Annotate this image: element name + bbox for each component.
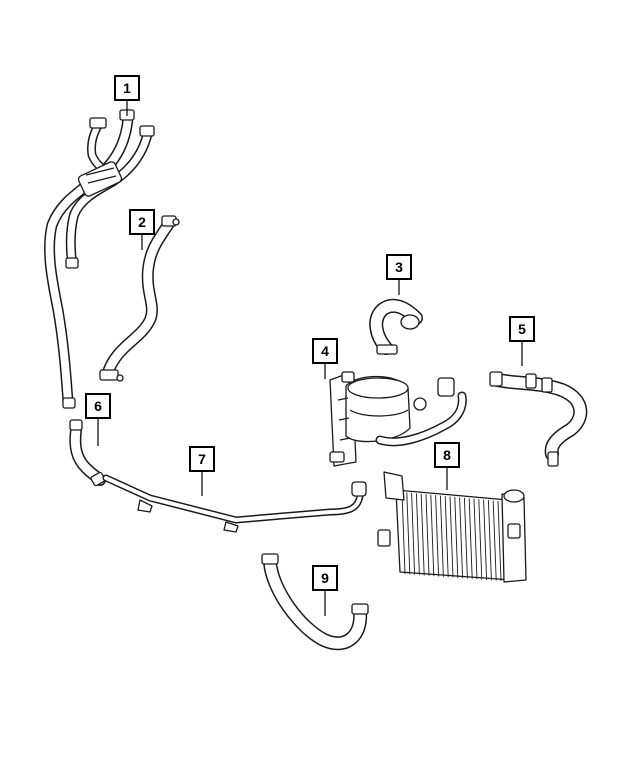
radiator-fin xyxy=(449,496,454,578)
radiator-fin xyxy=(444,496,449,578)
radiator-fin xyxy=(406,492,411,575)
radiator-fin xyxy=(420,493,425,576)
callout-9-label: 9 xyxy=(321,570,329,586)
callout-9: 9 xyxy=(312,565,338,616)
radiator-fin xyxy=(415,493,420,576)
radiator-fin xyxy=(483,499,488,580)
callout-1-label: 1 xyxy=(123,80,131,96)
part-6-hose xyxy=(69,419,106,487)
radiator-fin xyxy=(459,497,464,579)
radiator-fin xyxy=(401,491,406,575)
part-9-hose xyxy=(261,553,369,651)
radiator-fin xyxy=(435,495,440,577)
part-4-pump-module xyxy=(329,371,467,467)
callout-5-label: 5 xyxy=(518,321,526,337)
radiator-fin xyxy=(473,498,478,580)
callout-2-label: 2 xyxy=(138,214,146,230)
part-2-hose xyxy=(99,215,180,382)
radiator-fin xyxy=(425,494,430,576)
radiator-fin xyxy=(439,495,444,577)
radiator-fin xyxy=(478,499,483,580)
callout-6: 6 xyxy=(85,393,111,446)
callout-3-label: 3 xyxy=(395,259,403,275)
part-5-hose xyxy=(489,371,588,467)
part-1-hose-assembly xyxy=(44,109,155,409)
callout-7-label: 7 xyxy=(198,451,206,467)
radiator-fin xyxy=(492,500,497,581)
radiator-fin xyxy=(411,492,416,575)
radiator-fin xyxy=(468,498,473,579)
part-3-elbow-hose xyxy=(369,298,423,355)
callout-5: 5 xyxy=(509,316,535,366)
callout-1: 1 xyxy=(114,75,140,116)
callout-7: 7 xyxy=(189,446,215,496)
callout-8: 8 xyxy=(434,442,460,490)
radiator-fin xyxy=(463,497,468,579)
callout-6-label: 6 xyxy=(94,398,102,414)
callout-4: 4 xyxy=(312,338,338,379)
callout-3: 3 xyxy=(386,254,412,295)
callout-4-label: 4 xyxy=(321,343,329,359)
radiator-fin xyxy=(454,496,459,578)
callout-8-label: 8 xyxy=(443,447,451,463)
part-7-tube xyxy=(102,474,367,533)
part-8-radiator xyxy=(377,471,527,583)
radiator-fin xyxy=(430,494,435,577)
radiator-fin xyxy=(497,500,502,582)
radiator-fin xyxy=(487,500,492,581)
callout-2: 2 xyxy=(129,209,155,250)
